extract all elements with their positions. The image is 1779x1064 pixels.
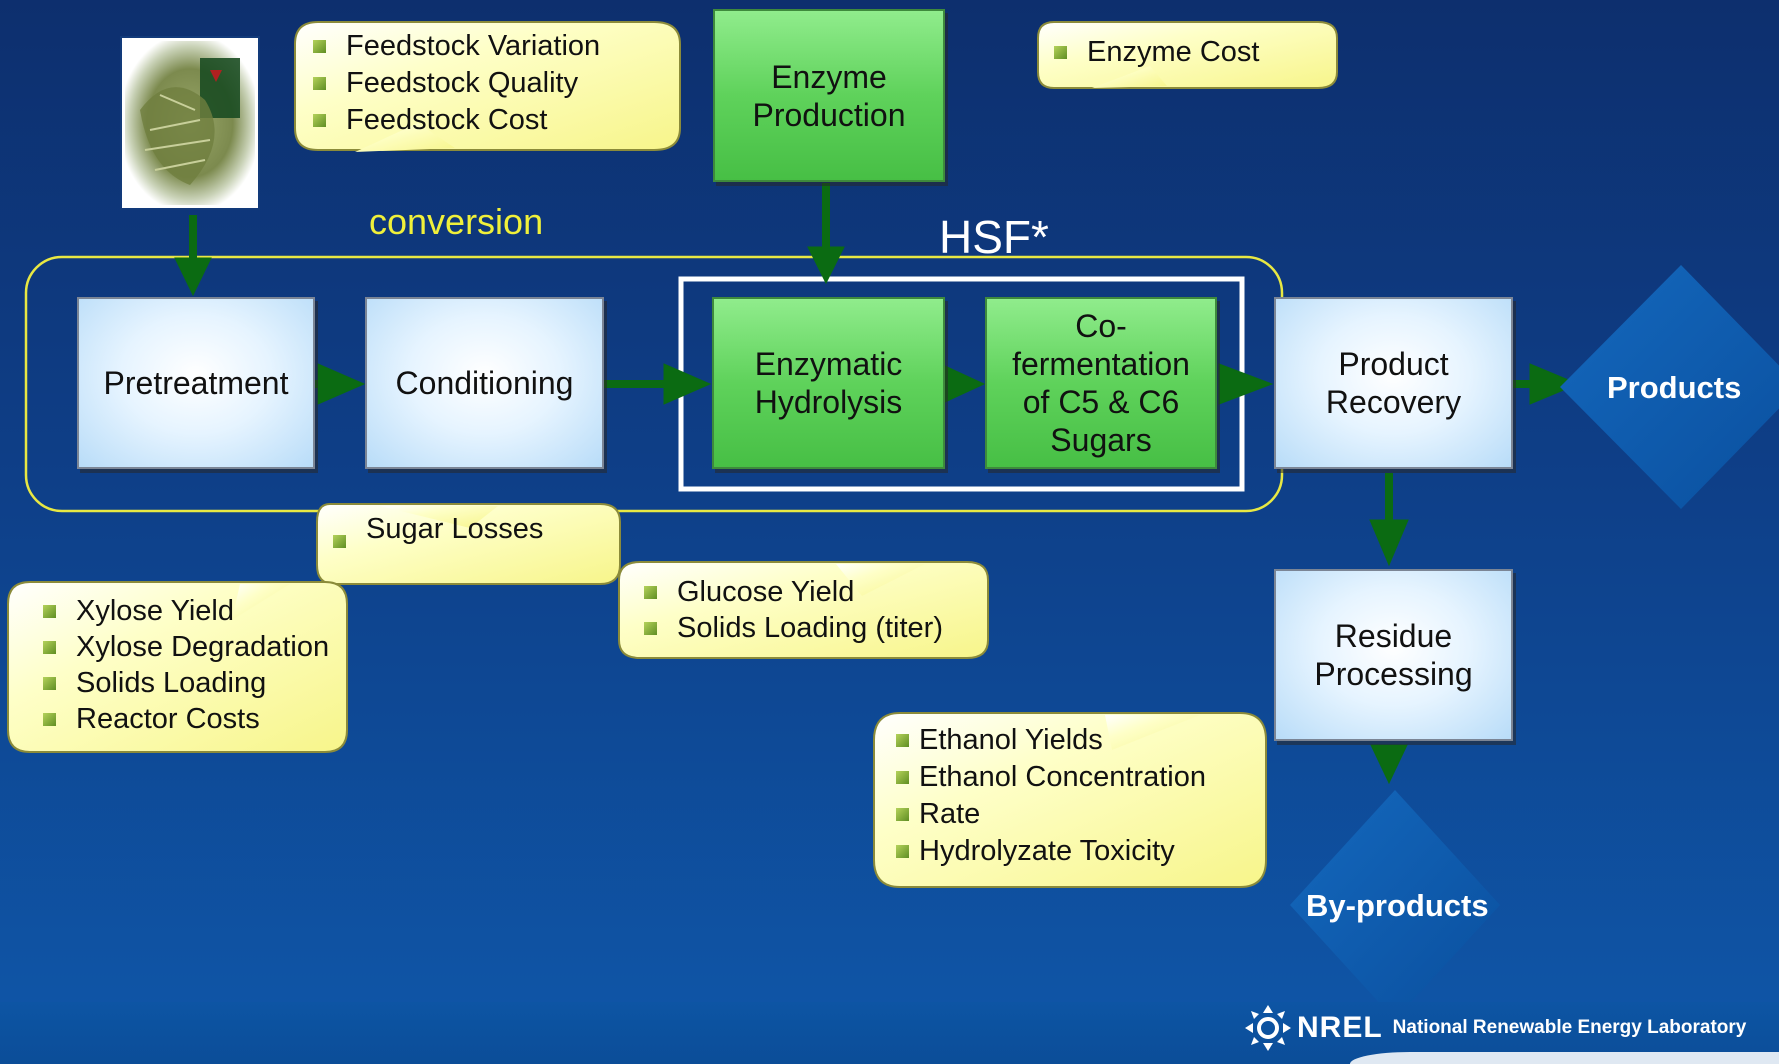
bullet-icon <box>43 676 56 690</box>
callout-enzyme: Enzyme Cost <box>1054 34 1259 70</box>
enzyme-production-box: Enzyme Production <box>713 9 945 182</box>
footer-strip <box>1350 1052 1779 1064</box>
conditioning-box: Conditioning <box>365 297 604 469</box>
list-item: Feedstock Quality <box>313 65 600 102</box>
bullet-icon <box>896 771 909 784</box>
cofermentation-line1: Co- <box>1075 308 1127 344</box>
callout-hydrolysis: Glucose Yield Solids Loading (titer) <box>644 574 943 646</box>
lab-name: National Renewable Energy Laboratory <box>1392 1017 1747 1038</box>
list-item: Rate <box>896 796 1206 833</box>
enzyme-production-line1: Enzyme <box>771 58 887 95</box>
byproducts-label: By-products <box>1306 888 1489 923</box>
list-item: Solids Loading <box>43 665 329 701</box>
bullet-icon <box>43 640 56 654</box>
bullet-icon <box>896 808 909 821</box>
enzymatic-hydrolysis-box: Enzymatic Hydrolysis <box>712 297 945 469</box>
list-item: Reactor Costs <box>43 701 329 737</box>
list-item: Glucose Yield <box>644 574 943 610</box>
enzyme-production-line2: Production <box>752 96 906 133</box>
list-item: Feedstock Variation <box>313 28 600 65</box>
pretreatment-label: Pretreatment <box>103 365 289 401</box>
callout-hydrolysis-bubble <box>618 561 989 659</box>
hsf-label: HSF* <box>939 211 1049 263</box>
enzymatic-hydrolysis-line1: Enzymatic <box>754 346 903 382</box>
callout-fermentation: Ethanol Yields Ethanol Concentration Rat… <box>896 722 1206 870</box>
callout-pretreatment-bubble <box>7 581 348 753</box>
list-item: Enzyme Cost <box>1054 34 1259 70</box>
bullet-icon <box>1054 45 1067 59</box>
callout-fermentation-bubble <box>873 712 1267 888</box>
bullet-icon <box>896 734 909 747</box>
product-recovery-line2: Recovery <box>1325 384 1462 420</box>
bullet-icon <box>333 535 346 548</box>
product-recovery-line1: Product <box>1338 346 1449 382</box>
enzymatic-hydrolysis-line2: Hydrolysis <box>754 384 903 420</box>
list-item: Sugar Losses <box>333 511 543 548</box>
products-diamond <box>1560 265 1779 509</box>
list-item: Ethanol Concentration <box>896 759 1206 796</box>
pretreatment-box: Pretreatment <box>77 297 315 469</box>
callout-enzyme-bubble <box>1037 21 1338 89</box>
bullet-icon <box>644 621 657 635</box>
list-item: Xylose Yield <box>43 593 329 629</box>
nrel-logo-text: NREL <box>1297 1011 1383 1044</box>
cofermentation-line3: of C5 & C6 <box>1022 384 1180 420</box>
cofermentation-box: Co- fermentation of C5 & C6 Sugars <box>985 297 1217 469</box>
conditioning-label: Conditioning <box>395 365 574 401</box>
conversion-label: conversion <box>369 201 544 242</box>
product-recovery-box: Product Recovery <box>1274 297 1513 469</box>
residue-processing-line1: Residue <box>1334 618 1453 654</box>
bullet-icon <box>644 585 657 599</box>
bullet-icon <box>896 845 909 858</box>
hay-bale-photo <box>120 36 260 210</box>
bullet-icon <box>43 604 56 618</box>
residue-processing-box: Residue Processing <box>1274 569 1513 741</box>
callout-feedstock: Feedstock Variation Feedstock Quality Fe… <box>313 28 600 139</box>
bullet-icon <box>313 77 326 90</box>
list-item: Solids Loading (titer) <box>644 610 943 646</box>
byproducts-diamond <box>1290 790 1500 1020</box>
list-item: Ethanol Yields <box>896 722 1206 759</box>
list-item: Xylose Degradation <box>43 629 329 665</box>
cofermentation-line2: fermentation <box>1012 346 1190 382</box>
callout-pretreatment: Xylose Yield Xylose Degradation Solids L… <box>43 593 329 737</box>
products-label: Products <box>1607 370 1742 405</box>
bullet-icon <box>43 712 56 726</box>
residue-processing-line2: Processing <box>1314 656 1473 692</box>
cofermentation-line4: Sugars <box>1050 422 1152 458</box>
nrel-logo: NREL National Renewable Energy Laborator… <box>1243 1003 1746 1053</box>
bullet-icon <box>313 40 326 53</box>
bullet-icon <box>313 114 326 127</box>
list-item: Feedstock Cost <box>313 102 600 139</box>
flow-arrows <box>174 183 1580 785</box>
callout-sugar-losses: Sugar Losses <box>333 511 543 548</box>
list-item: Hydrolyzate Toxicity <box>896 833 1206 870</box>
callout-sugar-bubble <box>316 503 621 585</box>
nrel-sun-logo-icon <box>1245 1005 1291 1051</box>
